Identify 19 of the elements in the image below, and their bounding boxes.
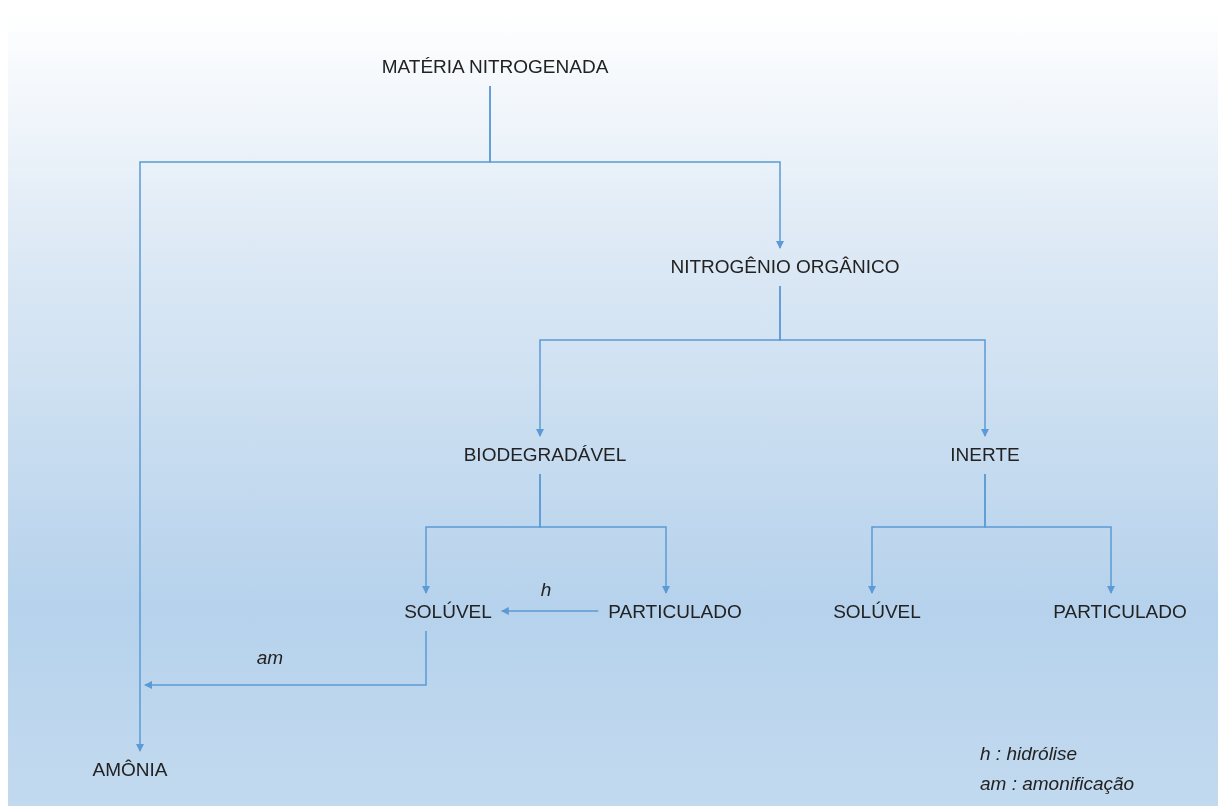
arrow [500, 607, 600, 615]
edge-label: h [540, 579, 552, 601]
node-label: INERTE [940, 436, 1030, 474]
arrow [539, 473, 670, 594]
node-label: BIODEGRADÁVEL [453, 436, 637, 474]
node-label: PARTICULADO [598, 593, 752, 631]
node-label: PARTICULADO [1043, 593, 1197, 631]
arrow [144, 630, 427, 689]
legend-note: am : amonificação [980, 773, 1135, 795]
arrow [984, 473, 1115, 594]
node-label: MATÉRIA NITROGENADA [371, 48, 619, 86]
node-label: SOLÚVEL [823, 593, 931, 631]
arrow [779, 285, 989, 437]
node-label: SOLÚVEL [394, 593, 502, 631]
arrow [489, 85, 784, 249]
edge-label: am [256, 647, 284, 669]
legend-note: h : hidrólise [980, 743, 1078, 765]
node-label: AMÔNIA [82, 751, 178, 789]
node-label: NITROGÊNIO ORGÂNICO [660, 248, 910, 286]
